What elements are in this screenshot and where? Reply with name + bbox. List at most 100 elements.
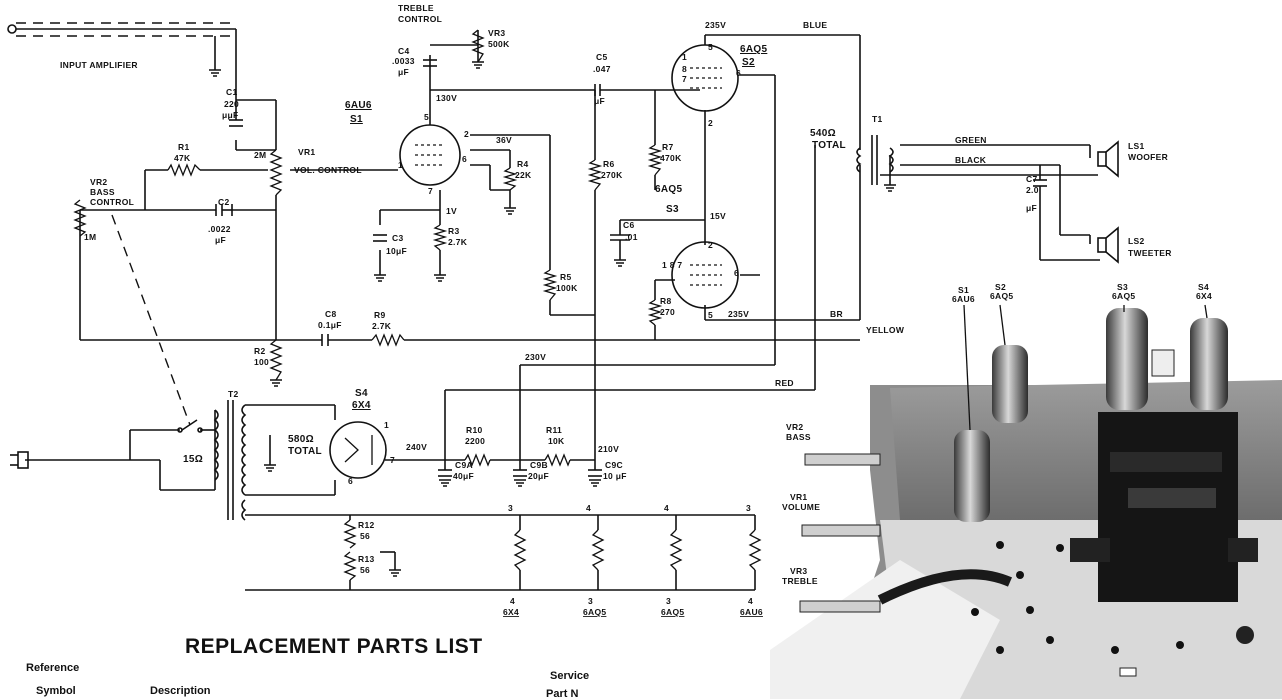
label-c8-value: 0.1μF bbox=[318, 320, 342, 330]
parts-list-service-header: Service bbox=[550, 670, 590, 682]
photo-label-treble: TREBLE bbox=[782, 576, 818, 586]
parts-list-partno-header: Part N bbox=[546, 688, 579, 700]
photo-label-s4-type: 6X4 bbox=[1196, 291, 1212, 301]
photo-label-s1: S1 bbox=[958, 285, 969, 295]
parts-list-description-header: Description bbox=[150, 685, 211, 697]
transformer-t2-secondary-hv bbox=[241, 404, 247, 496]
photo-label-s3-type: 6AQ5 bbox=[1112, 291, 1135, 301]
label-br: BR bbox=[830, 309, 843, 319]
photo-label-s3: S3 bbox=[1117, 282, 1128, 292]
svg-text:5: 5 bbox=[424, 112, 429, 122]
svg-text:2: 2 bbox=[464, 129, 469, 139]
label-c5-value: .047 bbox=[593, 64, 611, 74]
label-r6: R6 bbox=[603, 159, 614, 169]
label-treble: TREBLE bbox=[398, 3, 434, 13]
label-r12-value: 56 bbox=[360, 531, 370, 541]
label-yellow: YELLOW bbox=[866, 325, 905, 335]
svg-text:5: 5 bbox=[708, 310, 713, 320]
photo-label-s1-type: 6AU6 bbox=[952, 294, 975, 304]
transformer-t1-secondary bbox=[888, 147, 894, 173]
speaker-ls2 bbox=[1097, 237, 1107, 253]
parts-list-symbol-header: Symbol bbox=[36, 685, 76, 697]
label-r2-value: 100 bbox=[254, 357, 269, 367]
label-red: RED bbox=[775, 378, 794, 388]
power-switch bbox=[177, 419, 203, 433]
label-r9: R9 bbox=[374, 310, 385, 320]
label-r2: R2 bbox=[254, 346, 265, 356]
svg-text:6: 6 bbox=[734, 268, 739, 278]
label-s4: S4 bbox=[355, 388, 368, 399]
label-580-total: TOTAL bbox=[288, 446, 322, 457]
label-heater-pin-1: 4 bbox=[510, 596, 515, 606]
label-c4-unit: μF bbox=[398, 67, 409, 77]
photo-label-vr3: VR3 bbox=[790, 566, 807, 576]
svg-text:6: 6 bbox=[348, 476, 353, 486]
resistor-r6 bbox=[587, 159, 603, 191]
resistor-r1 bbox=[167, 163, 201, 177]
label-c4-value: .0033 bbox=[392, 56, 415, 66]
label-230v: 230V bbox=[525, 352, 546, 362]
label-540-total: TOTAL bbox=[812, 140, 846, 151]
label-c7-unit: μF bbox=[1026, 203, 1037, 213]
resistor-r5 bbox=[542, 269, 558, 301]
transformer-t2-primary bbox=[213, 409, 219, 481]
label-540-ohm: 540Ω bbox=[810, 128, 836, 139]
resistor-r9 bbox=[371, 333, 405, 347]
label-blue: BLUE bbox=[803, 20, 827, 30]
transformer-t1-primary bbox=[856, 147, 862, 173]
label-r3-value: 2.7K bbox=[448, 237, 468, 247]
label-vr3: VR3 bbox=[488, 28, 505, 38]
label-s2-type: 6AQ5 bbox=[740, 44, 767, 55]
label-130v: 130V bbox=[436, 93, 457, 103]
label-c2-unit: μF bbox=[215, 235, 226, 245]
label-c5-unit: μF bbox=[594, 96, 605, 106]
label-r4-value: 22K bbox=[515, 170, 532, 180]
label-c2-value: .0022 bbox=[208, 224, 231, 234]
photo-label-volume: VOLUME bbox=[782, 502, 820, 512]
label-s3-type: 6AQ5 bbox=[655, 184, 682, 195]
label-c1: C1 bbox=[226, 87, 237, 97]
label-c8: C8 bbox=[325, 309, 336, 319]
label-c2: C2 bbox=[218, 197, 229, 207]
label-c7-value: 2.0 bbox=[1026, 185, 1039, 195]
label-vol-control: VOL. CONTROL bbox=[294, 165, 362, 175]
label-vr2: VR2 bbox=[90, 177, 107, 187]
label-s2: S2 bbox=[742, 57, 755, 68]
resistor-r11 bbox=[544, 453, 571, 467]
parts-list-reference-header: Reference bbox=[26, 662, 80, 674]
label-c9b: C9B bbox=[530, 460, 548, 470]
svg-text:7: 7 bbox=[682, 74, 687, 84]
label-pin-4a: 4 bbox=[586, 503, 591, 513]
label-c7: C7 bbox=[1026, 174, 1037, 184]
photo-label-s2: S2 bbox=[995, 282, 1006, 292]
label-vr1: VR1 bbox=[298, 147, 315, 157]
resistor-r4 bbox=[502, 167, 518, 191]
svg-text:6: 6 bbox=[736, 68, 741, 78]
label-235v-bottom: 235V bbox=[728, 309, 749, 319]
svg-text:7: 7 bbox=[428, 186, 433, 196]
label-r5-value: 100K bbox=[556, 283, 578, 293]
label-36v: 36V bbox=[496, 135, 512, 145]
svg-text:7: 7 bbox=[390, 455, 395, 465]
label-t1: T1 bbox=[872, 114, 883, 124]
label-c5: C5 bbox=[596, 52, 607, 62]
label-580-ohm: 580Ω bbox=[288, 434, 314, 445]
label-heater-pin-3: 3 bbox=[666, 596, 671, 606]
svg-text:8: 8 bbox=[682, 64, 687, 74]
resistor-r12 bbox=[343, 519, 357, 549]
label-15v: 15V bbox=[710, 211, 726, 221]
label-c9a-value: 40μF bbox=[453, 471, 474, 481]
label-210v: 210V bbox=[598, 444, 619, 454]
resistor-r8 bbox=[647, 299, 663, 326]
label-c3-value: 10μF bbox=[386, 246, 407, 256]
label-bass: BASS bbox=[90, 187, 115, 197]
label-r8-value: 270 bbox=[660, 307, 675, 317]
resistor-r7 bbox=[647, 144, 663, 176]
label-ls1: LS1 bbox=[1128, 141, 1145, 151]
label-s1: S1 bbox=[350, 114, 363, 125]
tube-s2-symbol bbox=[671, 44, 739, 112]
label-heater-6aq5-b: 6AQ5 bbox=[661, 607, 684, 617]
label-r3: R3 bbox=[448, 226, 459, 236]
label-s1-type: 6AU6 bbox=[345, 100, 372, 111]
label-vr2-value: 1M bbox=[84, 232, 96, 242]
